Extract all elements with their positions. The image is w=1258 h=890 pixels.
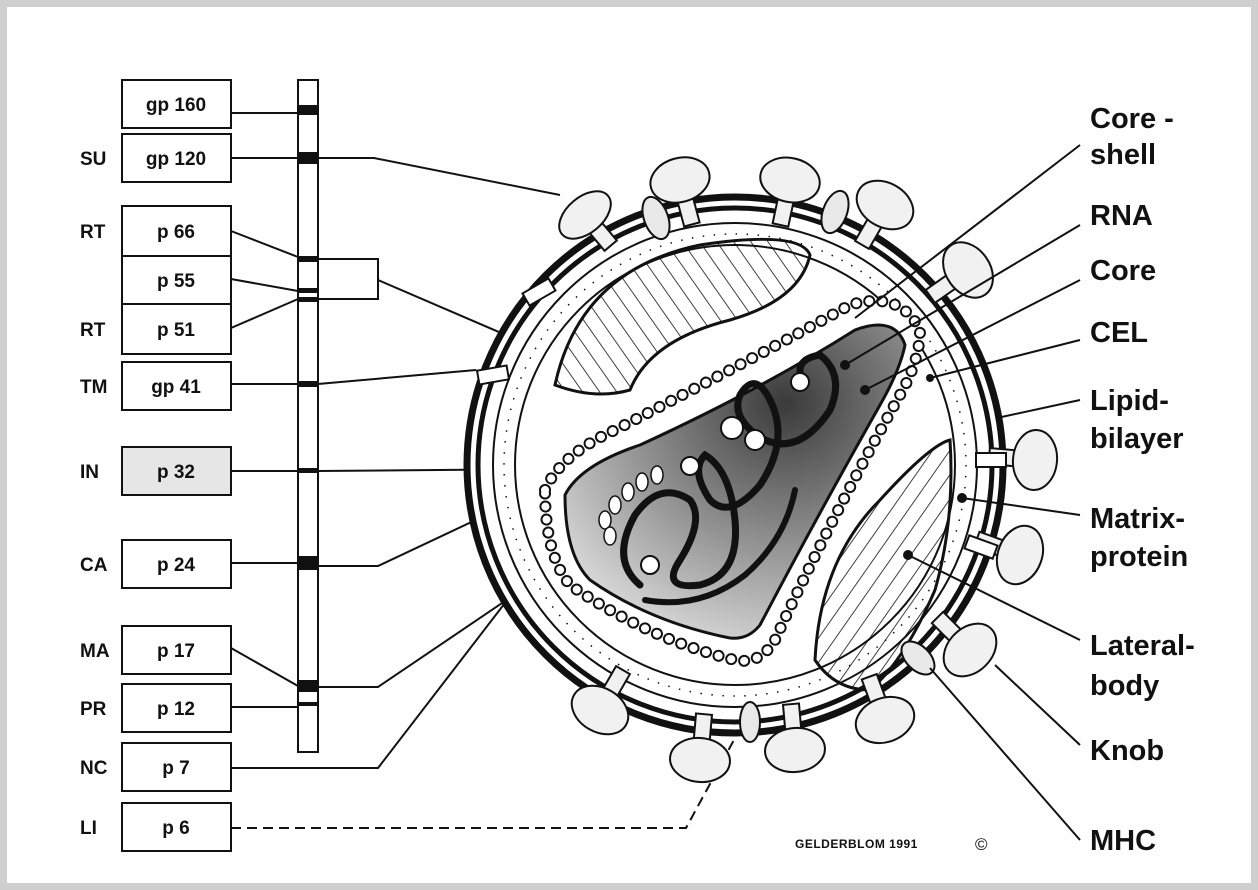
protein-name: p 55 bbox=[157, 271, 195, 292]
protein-row: p 55 bbox=[122, 256, 231, 304]
protein-row: gp 160 bbox=[122, 80, 231, 128]
gel-band bbox=[299, 468, 317, 473]
protein-name: gp 160 bbox=[146, 95, 206, 116]
label-mhc: MHC bbox=[1090, 825, 1156, 857]
protein-abbr: LI bbox=[80, 818, 97, 839]
protein-list: gp 160 SU gp 120 RT p 66 p 55 RT p 51 TM… bbox=[80, 80, 231, 851]
gel-lane bbox=[298, 80, 318, 752]
label-knob: Knob bbox=[1090, 735, 1164, 767]
gel-band bbox=[299, 702, 317, 706]
gel-band bbox=[299, 288, 317, 293]
protein-name: p 6 bbox=[162, 818, 189, 839]
protein-abbr: RT bbox=[80, 222, 106, 243]
label-core: Core bbox=[1090, 255, 1156, 287]
label-core-shell-2: shell bbox=[1090, 139, 1156, 171]
copyright-icon: © bbox=[975, 835, 988, 854]
protein-row: RT p 51 bbox=[80, 304, 231, 354]
protein-name: p 12 bbox=[157, 699, 195, 720]
protein-row: TM gp 41 bbox=[80, 362, 231, 410]
protein-abbr: MA bbox=[80, 641, 110, 662]
protein-row: IN p 32 bbox=[80, 447, 231, 495]
protein-row: CA p 24 bbox=[80, 540, 231, 588]
protein-abbr: TM bbox=[80, 377, 107, 398]
protein-name: gp 120 bbox=[146, 149, 206, 170]
right-labels: Core - shell RNA Core CEL Lipid- bilayer… bbox=[1090, 103, 1195, 857]
label-core-shell: Core - bbox=[1090, 103, 1174, 135]
protein-abbr: NC bbox=[80, 758, 108, 779]
label-lipid: Lipid- bbox=[1090, 385, 1169, 417]
label-lateral: Lateral- bbox=[1090, 630, 1195, 662]
gel-band bbox=[299, 105, 317, 115]
protein-name: p 66 bbox=[157, 222, 195, 243]
label-cel: CEL bbox=[1090, 317, 1148, 349]
protein-row: RT p 66 bbox=[80, 206, 231, 256]
label-lipid-2: bilayer bbox=[1090, 423, 1184, 455]
protein-abbr: RT bbox=[80, 320, 106, 341]
label-matrix-2: protein bbox=[1090, 541, 1188, 573]
protein-name: p 24 bbox=[157, 555, 195, 576]
credit-text: GELDERBLOM 1991 bbox=[795, 837, 918, 851]
protein-row: SU gp 120 bbox=[80, 134, 231, 182]
credit: GELDERBLOM 1991 © bbox=[795, 835, 988, 854]
protein-row: NC p 7 bbox=[80, 743, 231, 791]
protein-abbr: SU bbox=[80, 149, 106, 170]
protein-name: p 7 bbox=[162, 758, 189, 779]
gel-band bbox=[299, 680, 317, 692]
gel-band bbox=[299, 152, 317, 164]
protein-name: p 32 bbox=[157, 462, 195, 483]
protein-abbr: PR bbox=[80, 699, 107, 720]
gel-band bbox=[299, 297, 317, 302]
protein-abbr: IN bbox=[80, 462, 99, 483]
gel-band bbox=[299, 556, 317, 570]
virion bbox=[467, 151, 1060, 785]
protein-row: LI p 6 bbox=[80, 803, 231, 851]
label-rna: RNA bbox=[1090, 200, 1153, 232]
label-matrix: Matrix- bbox=[1090, 503, 1185, 535]
protein-row: PR p 12 bbox=[80, 684, 231, 732]
protein-name: p 51 bbox=[157, 320, 195, 341]
gel-strip bbox=[298, 80, 318, 752]
gel-band bbox=[299, 256, 317, 262]
protein-name: gp 41 bbox=[151, 377, 201, 398]
protein-row: MA p 17 bbox=[80, 626, 231, 674]
label-lateral-2: body bbox=[1090, 670, 1159, 702]
gel-band bbox=[299, 381, 317, 387]
protein-abbr: CA bbox=[80, 555, 108, 576]
protein-name: p 17 bbox=[157, 641, 195, 662]
